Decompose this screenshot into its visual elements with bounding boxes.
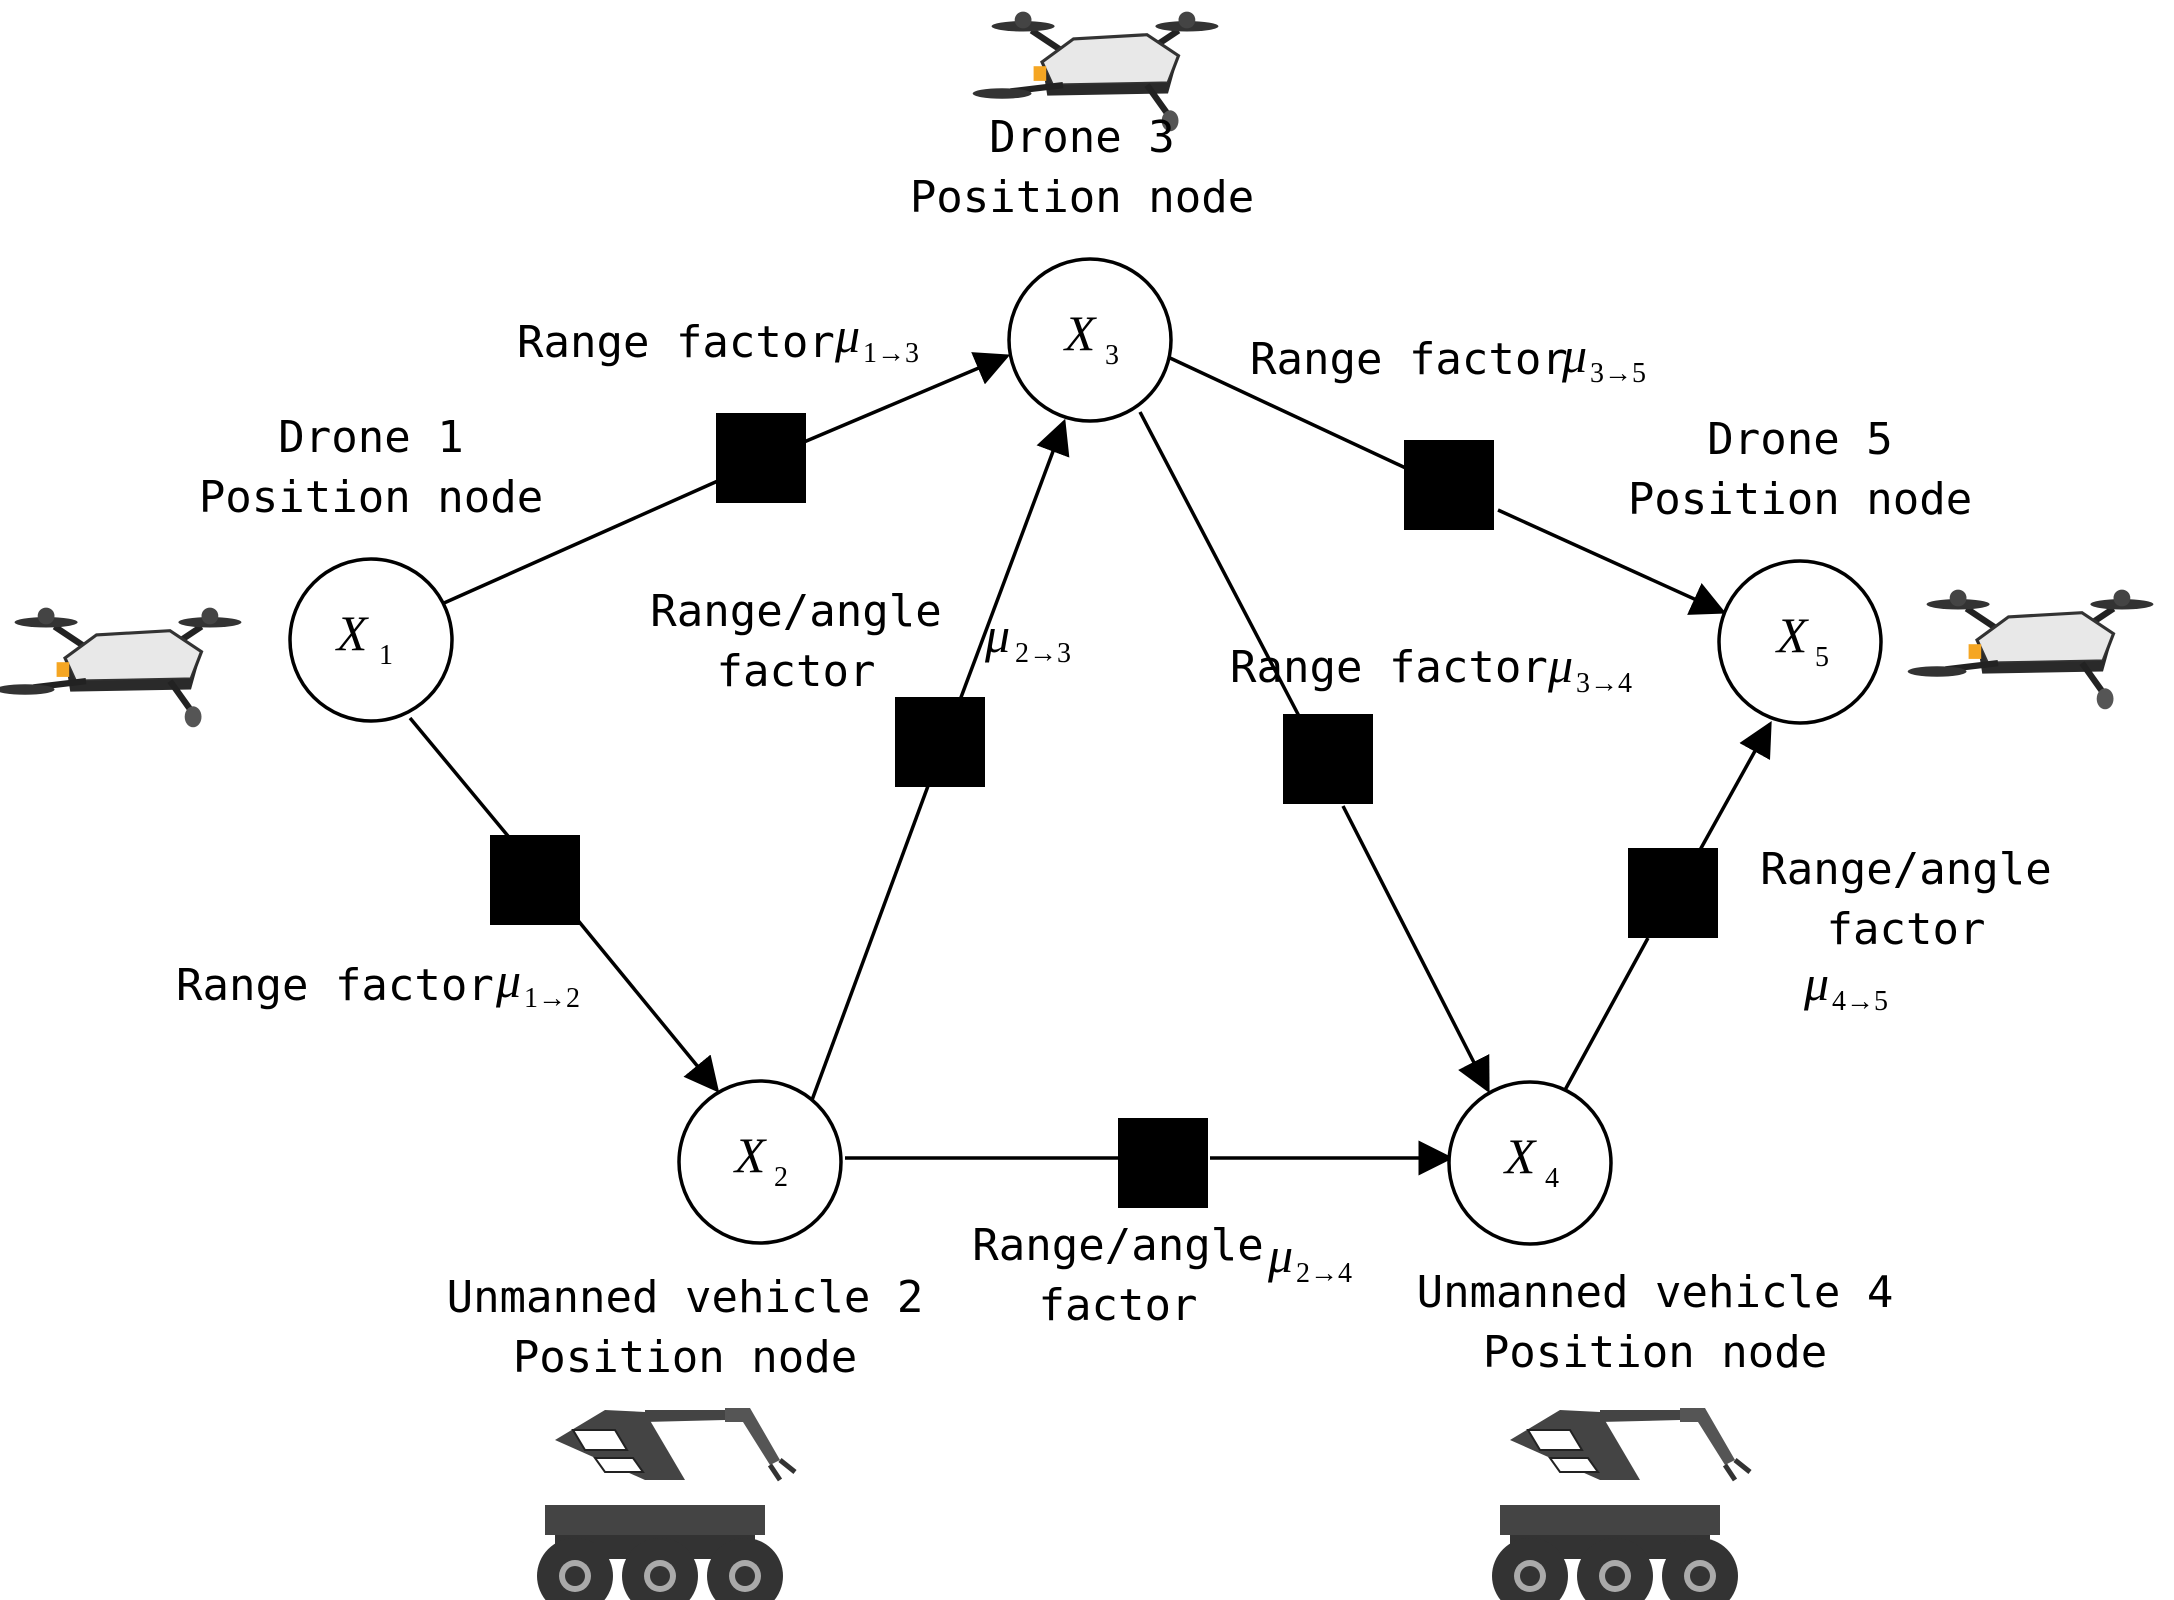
- svg-text:Range/angle: Range/angle: [972, 1220, 1263, 1271]
- drone-icon-5: [1908, 590, 2154, 710]
- edge-f13-x3: [803, 352, 1011, 444]
- svg-text:μ: μ: [1267, 1227, 1293, 1283]
- label-factor-2-3: Range/angle factor μ 2→3: [650, 586, 1071, 697]
- svg-text:3→4: 3→4: [1576, 668, 1632, 699]
- svg-text:X: X: [335, 605, 370, 661]
- factor-square-1-2: [490, 835, 580, 925]
- svg-text:3: 3: [1105, 340, 1119, 371]
- svg-text:2→3: 2→3: [1015, 638, 1071, 669]
- svg-text:5: 5: [1815, 642, 1829, 673]
- label-factor-1-3: Range factor μ 1→3: [517, 307, 919, 369]
- svg-text:factor: factor: [1827, 904, 1986, 955]
- label-factor-1-2: Range factor μ 1→2: [176, 952, 580, 1014]
- node-x5: X 5: [1717, 559, 1883, 725]
- svg-text:Position node: Position node: [199, 472, 543, 523]
- svg-text:3→5: 3→5: [1590, 358, 1646, 389]
- caption-node-3: Drone 3 Position node: [910, 112, 1254, 223]
- svg-text:1→2: 1→2: [524, 983, 580, 1014]
- edge-x2-f23: [810, 785, 930, 1101]
- svg-text:μ: μ: [1561, 327, 1587, 383]
- svg-text:2: 2: [774, 1162, 788, 1193]
- edge-x1-f12: [408, 716, 510, 838]
- node-x3: X 3: [1007, 257, 1173, 423]
- svg-text:Range factor: Range factor: [1230, 642, 1548, 693]
- edge-f12-x2: [574, 916, 720, 1093]
- svg-text:Range/angle: Range/angle: [650, 586, 941, 637]
- caption-node-4: Unmanned vehicle 4 Position node: [1417, 1267, 1894, 1378]
- svg-text:Position node: Position node: [1483, 1327, 1827, 1378]
- factor-square-3-4: [1283, 714, 1373, 804]
- label-factor-3-4: Range factor μ 3→4: [1230, 637, 1632, 699]
- svg-text:μ: μ: [1803, 955, 1829, 1011]
- factor-square-1-3: [716, 413, 806, 503]
- svg-text:1: 1: [379, 640, 393, 671]
- svg-text:Drone 5: Drone 5: [1707, 414, 1892, 465]
- edge-f45-x5: [1698, 720, 1772, 851]
- drone-icon-1: [0, 608, 241, 728]
- svg-text:Range factor: Range factor: [1250, 334, 1568, 385]
- svg-text:4: 4: [1545, 1163, 1559, 1194]
- svg-text:X: X: [1063, 305, 1098, 361]
- svg-text:Position node: Position node: [910, 172, 1254, 223]
- svg-text:4→5: 4→5: [1832, 986, 1888, 1017]
- svg-text:2→4: 2→4: [1296, 1258, 1352, 1289]
- svg-text:Range factor: Range factor: [517, 317, 835, 368]
- svg-text:Position node: Position node: [513, 1332, 857, 1383]
- svg-text:Drone 1: Drone 1: [278, 412, 463, 463]
- edge-x4-f45: [1563, 937, 1650, 1091]
- caption-node-1: Drone 1 Position node: [199, 412, 543, 523]
- vehicle-icon-2: [537, 1408, 795, 1600]
- svg-text:X: X: [1775, 607, 1810, 663]
- edge-f23-x3: [958, 418, 1070, 701]
- node-x2: X 2: [677, 1079, 843, 1245]
- caption-node-5: Drone 5 Position node: [1628, 414, 1972, 525]
- svg-text:Range/angle: Range/angle: [1760, 844, 2051, 895]
- edge-x1-f13: [443, 478, 721, 605]
- label-factor-4-5: Range/angle factor μ 4→5: [1760, 844, 2051, 1017]
- edge-f34-x4: [1341, 805, 1490, 1094]
- node-x4: X 4: [1447, 1080, 1613, 1246]
- svg-text:μ: μ: [834, 307, 860, 363]
- label-factor-2-4: Range/angle factor μ 2→4: [972, 1220, 1352, 1331]
- factor-square-2-4: [1118, 1118, 1208, 1208]
- svg-text:X: X: [1503, 1128, 1538, 1184]
- svg-text:Unmanned vehicle 2: Unmanned vehicle 2: [447, 1272, 924, 1323]
- svg-text:Drone 3: Drone 3: [989, 112, 1174, 163]
- svg-text:1→3: 1→3: [863, 338, 919, 369]
- edge-x3-f35: [1169, 356, 1411, 472]
- caption-node-2: Unmanned vehicle 2 Position node: [447, 1272, 924, 1383]
- edge-x3-f34: [1138, 411, 1302, 719]
- edge-f35-x5: [1497, 508, 1727, 615]
- label-factor-3-5: Range factor μ 3→5: [1250, 327, 1646, 389]
- svg-text:μ: μ: [984, 607, 1010, 663]
- vehicle-icon-4: [1492, 1408, 1750, 1600]
- factor-square-3-5: [1404, 440, 1494, 530]
- svg-text:Range factor: Range factor: [176, 960, 494, 1011]
- svg-text:factor: factor: [1039, 1280, 1198, 1331]
- svg-text:μ: μ: [1547, 637, 1573, 693]
- svg-text:Unmanned vehicle 4: Unmanned vehicle 4: [1417, 1267, 1894, 1318]
- svg-text:X: X: [733, 1127, 768, 1183]
- factor-square-2-3: [895, 697, 985, 787]
- factor-square-4-5: [1628, 848, 1718, 938]
- svg-text:factor: factor: [717, 646, 876, 697]
- svg-text:μ: μ: [495, 952, 521, 1008]
- node-x1: X 1: [288, 557, 454, 723]
- svg-text:Position node: Position node: [1628, 474, 1972, 525]
